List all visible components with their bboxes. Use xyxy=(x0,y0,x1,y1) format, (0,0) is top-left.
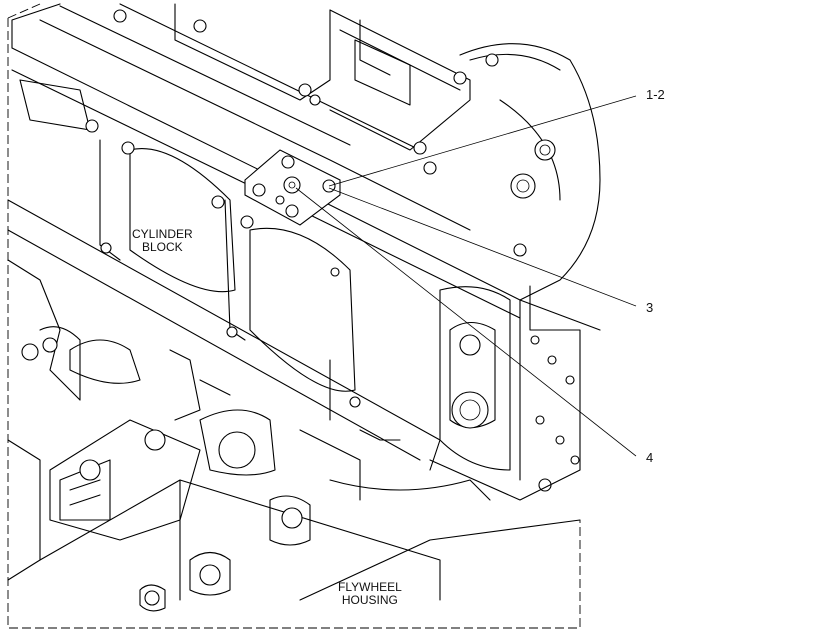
cylinder-block-label: CYLINDER BLOCK xyxy=(132,228,193,254)
cover-plate xyxy=(244,149,341,226)
callout-1-2: 1-2 xyxy=(646,87,665,102)
phantom-border xyxy=(7,18,581,629)
rear-housing xyxy=(429,43,601,501)
leader-lines xyxy=(295,95,637,457)
flywheel-housing-label-line1: FLYWHEEL xyxy=(338,580,402,594)
cylinder-block-label-line1: CYLINDER xyxy=(132,227,193,241)
leader-1-2 xyxy=(328,95,637,187)
cylinder-block-label-line2: BLOCK xyxy=(142,240,183,254)
flywheel-housing-label-line2: HOUSING xyxy=(341,593,398,607)
crankcase-lower xyxy=(7,199,581,612)
side-covers xyxy=(19,79,361,408)
leader-4 xyxy=(295,187,637,457)
top-covers xyxy=(113,3,471,175)
leader-3 xyxy=(328,187,637,307)
flywheel-housing-label: FLYWHEEL HOUSING xyxy=(338,581,402,607)
callout-3: 3 xyxy=(646,300,654,315)
callout-4: 4 xyxy=(646,450,654,465)
